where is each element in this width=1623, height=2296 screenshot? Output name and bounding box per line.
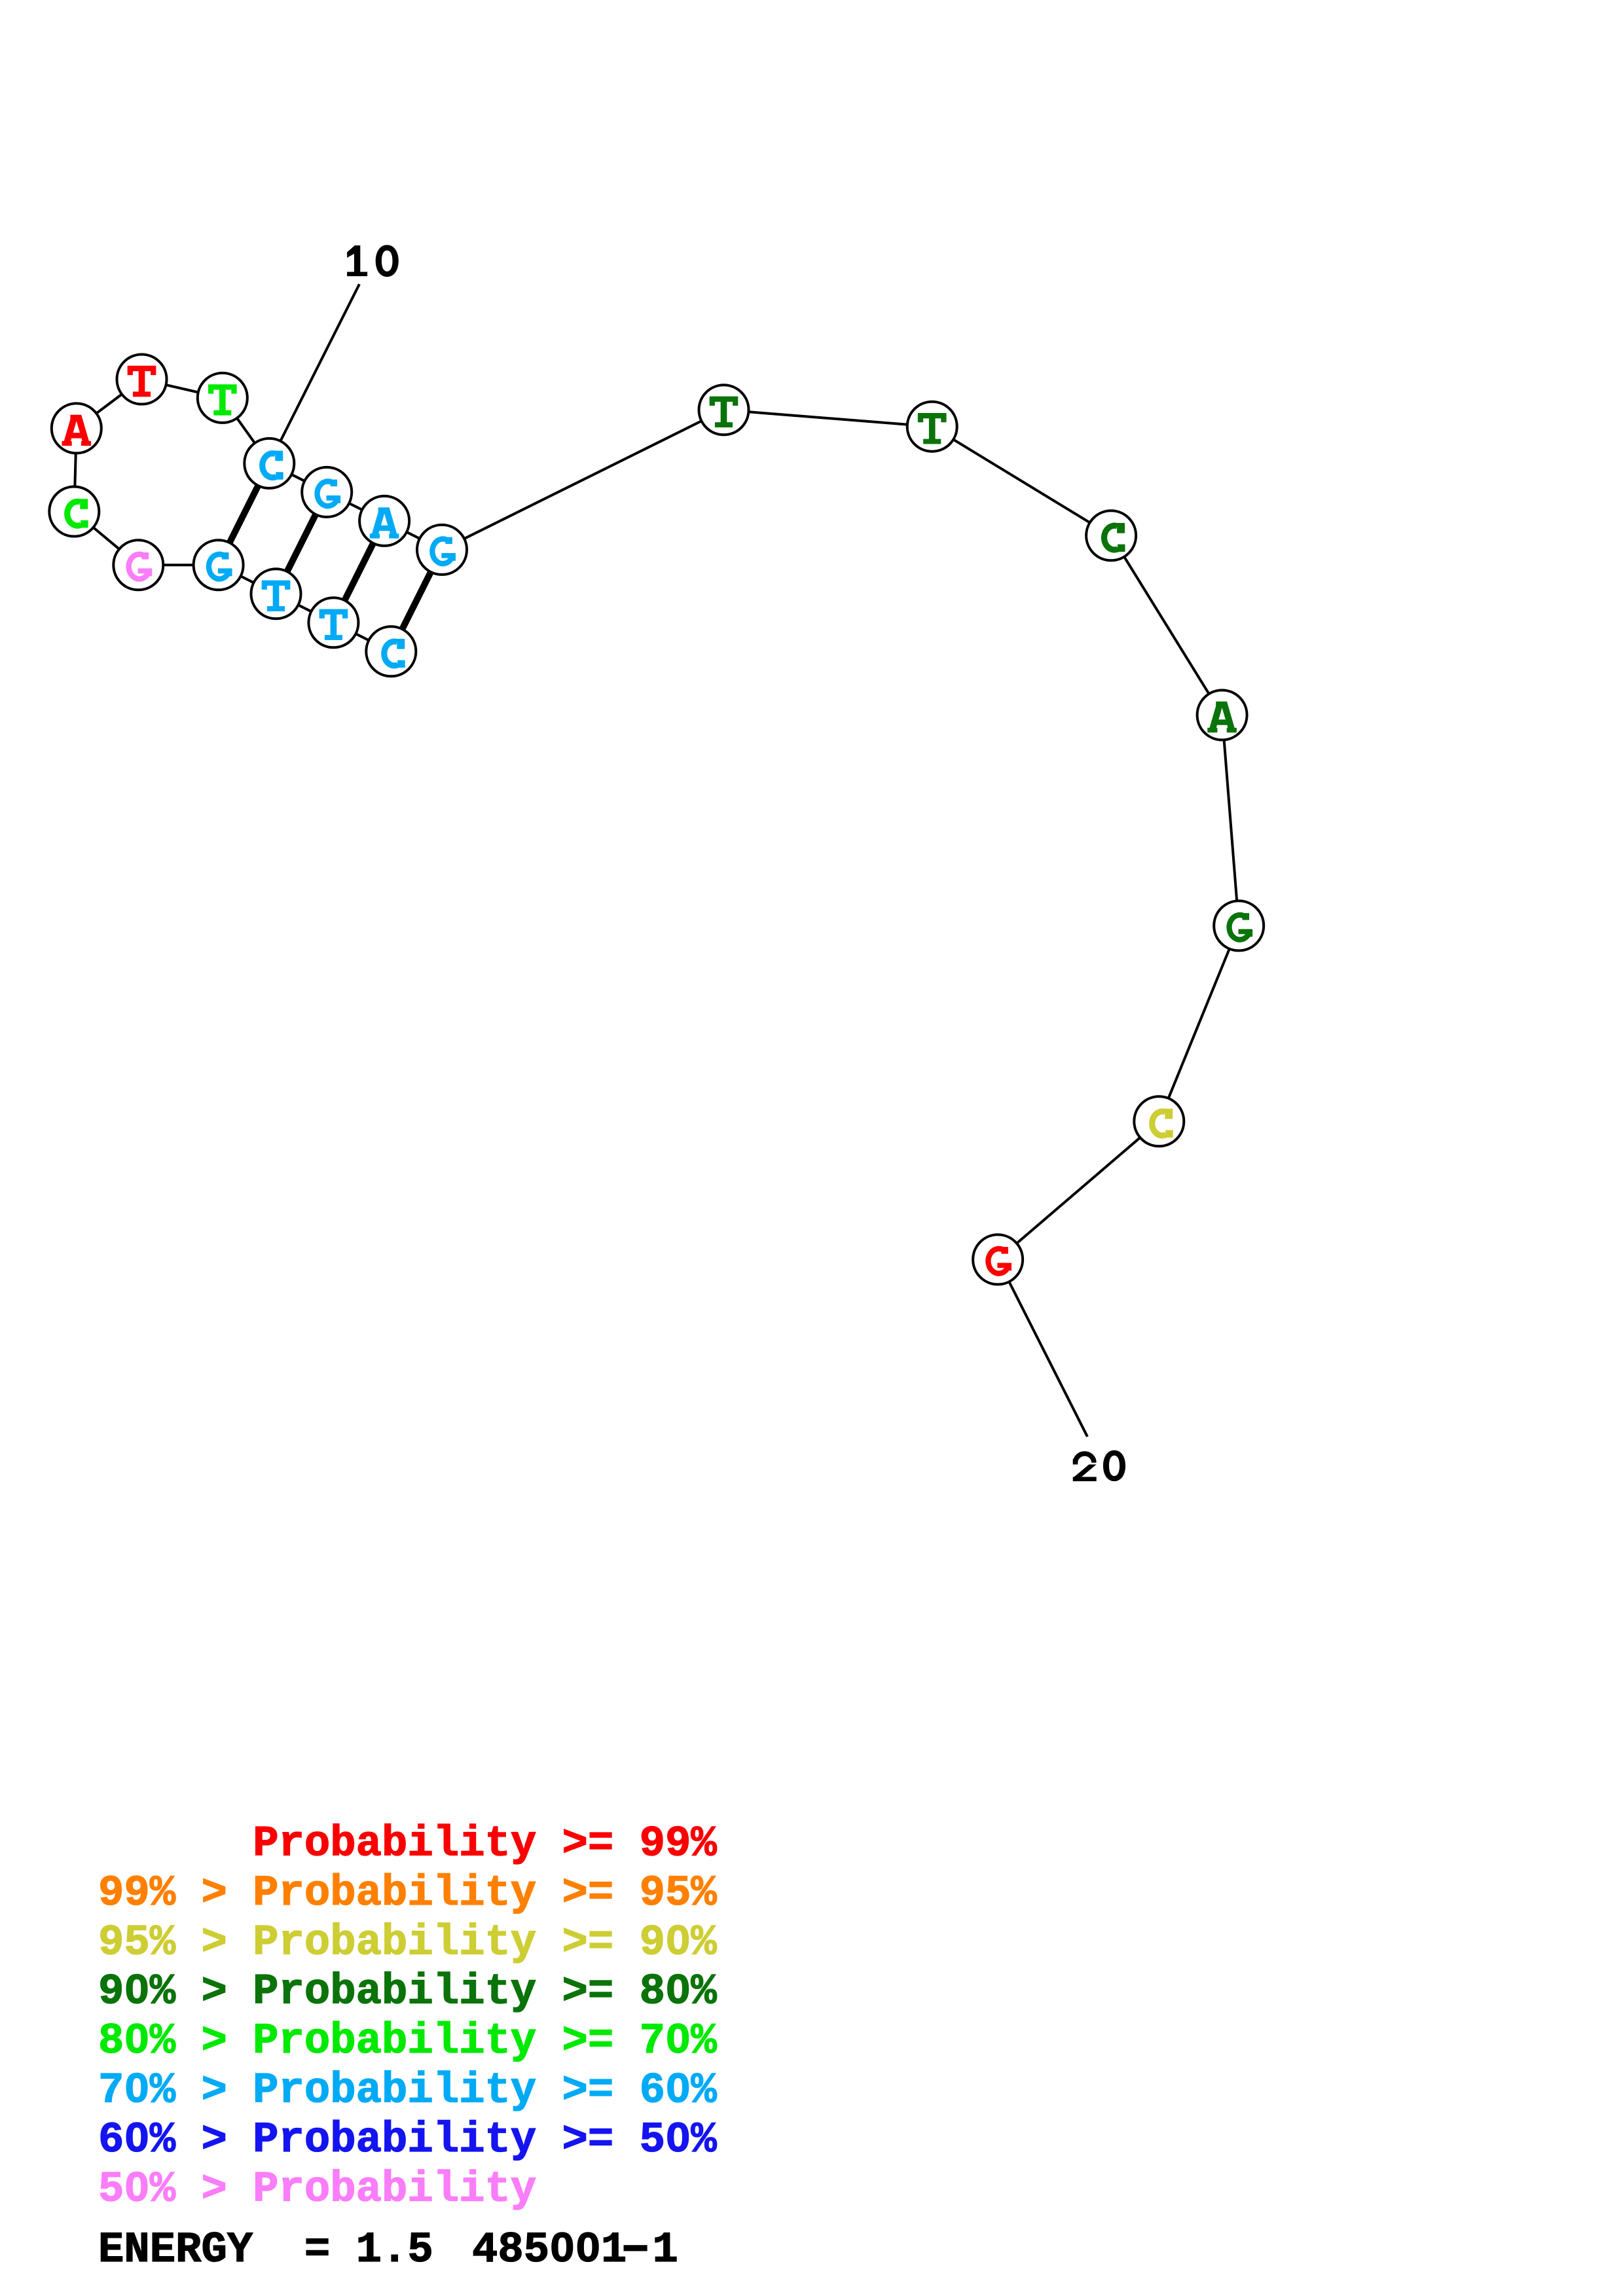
svg-text:99% > Probability >= 95%: 99% > Probability >= 95% [98,1869,717,1918]
svg-text:60% > Probability >= 50%: 60% > Probability >= 50% [98,2115,717,2164]
svg-text:95% > Probability >= 90%: 95% > Probability >= 90% [98,1918,717,1967]
svg-text:50% > Probability: 50% > Probability [98,2164,536,2214]
svg-text:ENERGY: ENERGY [98,2225,253,2274]
svg-text:1: 1 [653,2225,678,2274]
svg-text:Probability >= 99%: Probability >= 99% [253,1820,717,1869]
svg-text:=: = [304,2225,330,2274]
svg-text:70% > Probability >= 60%: 70% > Probability >= 60% [98,2066,717,2115]
svg-text:90% > Probability >= 80%: 90% > Probability >= 80% [98,1967,717,2017]
svg-text:80% > Probability >= 70%: 80% > Probability >= 70% [98,2017,717,2066]
svg-text:1.5: 1.5 [356,2225,433,2274]
svg-text:485001: 485001 [472,2225,627,2274]
